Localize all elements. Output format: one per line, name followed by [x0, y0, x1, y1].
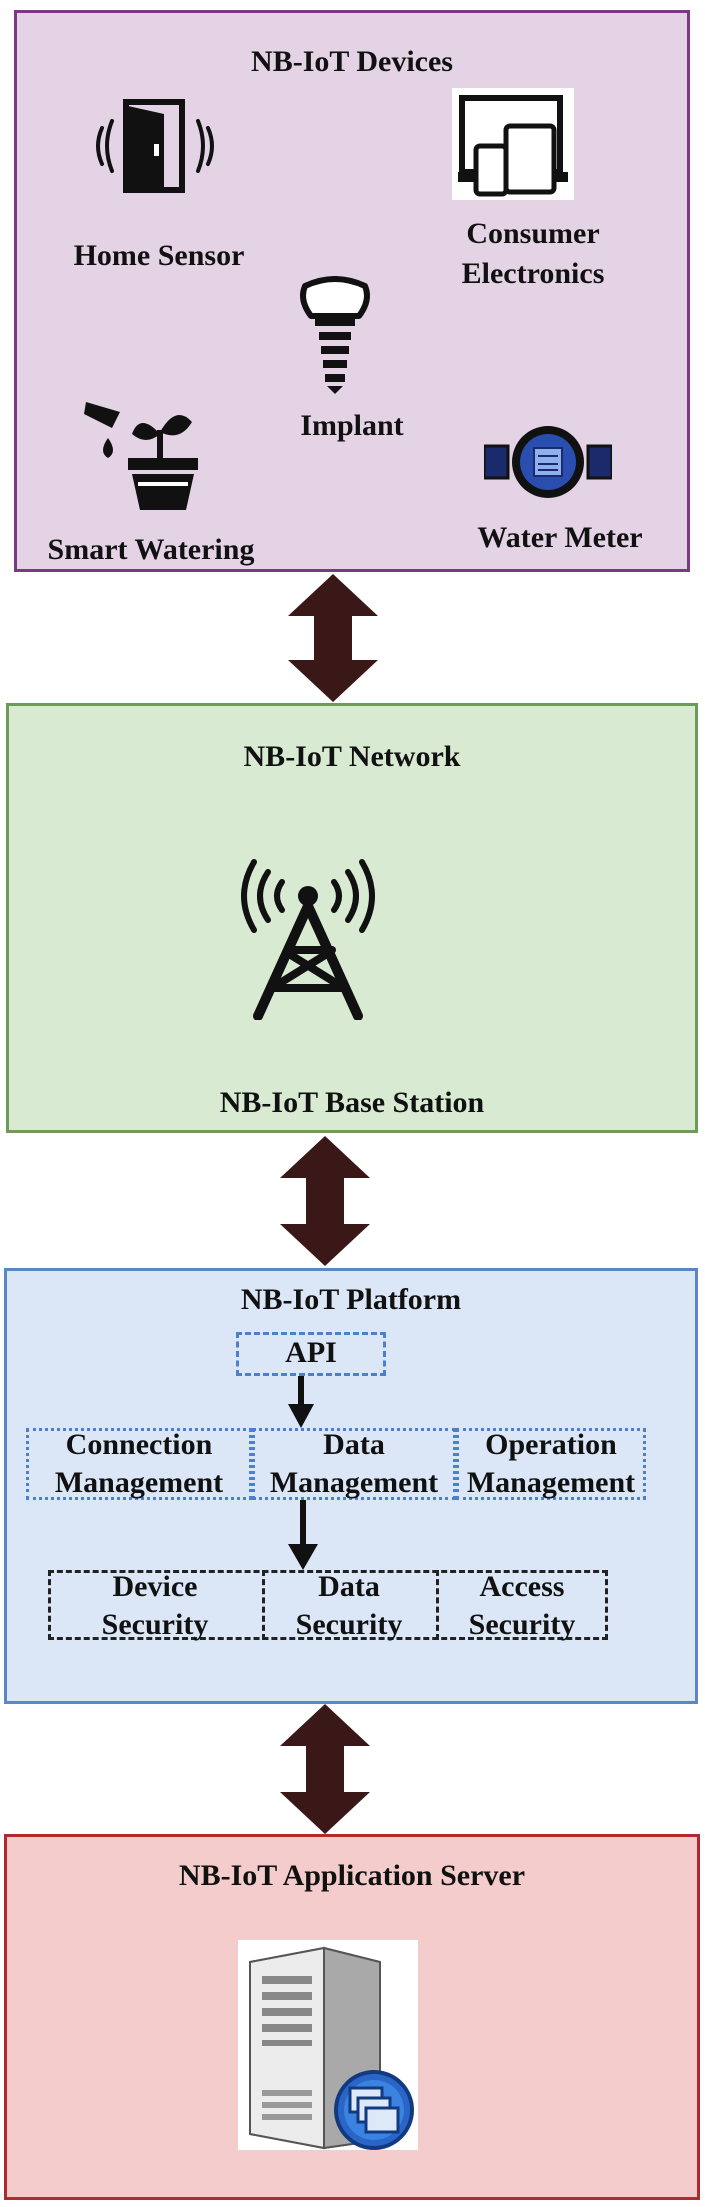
water-meter-icon	[482, 424, 614, 500]
devices-title: NB-IoT Devices	[251, 45, 453, 78]
connection-management-box	[26, 1428, 252, 1500]
water-meter-label: Water Meter	[477, 521, 643, 554]
security-divider-2	[436, 1570, 439, 1640]
connection-management-line-1: Connection	[65, 1428, 213, 1461]
platform-panel: NB-IoT Platform	[4, 1268, 698, 1704]
data-management-label: Data Management	[252, 1426, 456, 1502]
consumer-electronics-icon	[452, 88, 574, 200]
connection-management-line-2: Management	[54, 1466, 224, 1499]
cell-tower-icon	[236, 856, 380, 1021]
data-security-line-2: Security	[295, 1608, 403, 1641]
door-sensor-icon	[92, 96, 218, 196]
operation-management-box	[456, 1428, 646, 1500]
network-title: NB-IoT Network	[243, 740, 461, 773]
implant-label: Implant	[300, 409, 404, 442]
data-management-line-2: Management	[269, 1466, 439, 1499]
access-security-label: Access Security	[436, 1568, 608, 1644]
access-security-line-2: Security	[468, 1608, 576, 1641]
consumer-electronics-line-2: Electronics	[461, 257, 605, 290]
smart-watering-label: Smart Watering	[47, 533, 255, 566]
double-arrow-devices-network	[288, 574, 378, 702]
operation-management-line-1: Operation	[485, 1428, 617, 1461]
server-title: NB-IoT Application Server	[178, 1859, 526, 1892]
api-box	[236, 1332, 386, 1376]
api-label: API	[285, 1336, 337, 1369]
data-management-box	[252, 1428, 456, 1500]
watering-plant-icon	[80, 394, 202, 512]
arrow-management-to-security	[288, 1500, 318, 1570]
arrow-api-to-management	[288, 1376, 314, 1428]
data-security-label: Data Security	[262, 1568, 436, 1644]
consumer-electronics-label: Consumer Electronics	[418, 214, 648, 294]
connection-management-label: Connection Management	[26, 1426, 252, 1502]
operation-management-label: Operation Management	[456, 1426, 646, 1502]
device-security-line-2: Security	[101, 1608, 209, 1641]
security-group-box	[48, 1570, 608, 1640]
home-sensor-label: Home Sensor	[73, 239, 245, 272]
data-management-line-1: Data	[323, 1428, 385, 1461]
device-security-line-1: Device	[112, 1570, 198, 1603]
operation-management-line-2: Management	[466, 1466, 636, 1499]
double-arrow-network-platform	[280, 1136, 370, 1266]
double-arrow-platform-server	[280, 1704, 370, 1834]
platform-title: NB-IoT Platform	[240, 1283, 462, 1316]
dental-implant-icon	[295, 276, 375, 394]
consumer-electronics-line-1: Consumer	[466, 217, 600, 250]
server-tower-icon	[238, 1940, 418, 2150]
data-security-line-1: Data	[318, 1570, 380, 1603]
security-divider-1	[262, 1570, 265, 1640]
device-security-label: Device Security	[48, 1568, 262, 1644]
access-security-line-1: Access	[479, 1570, 565, 1603]
base-station-label: NB-IoT Base Station	[219, 1086, 485, 1119]
